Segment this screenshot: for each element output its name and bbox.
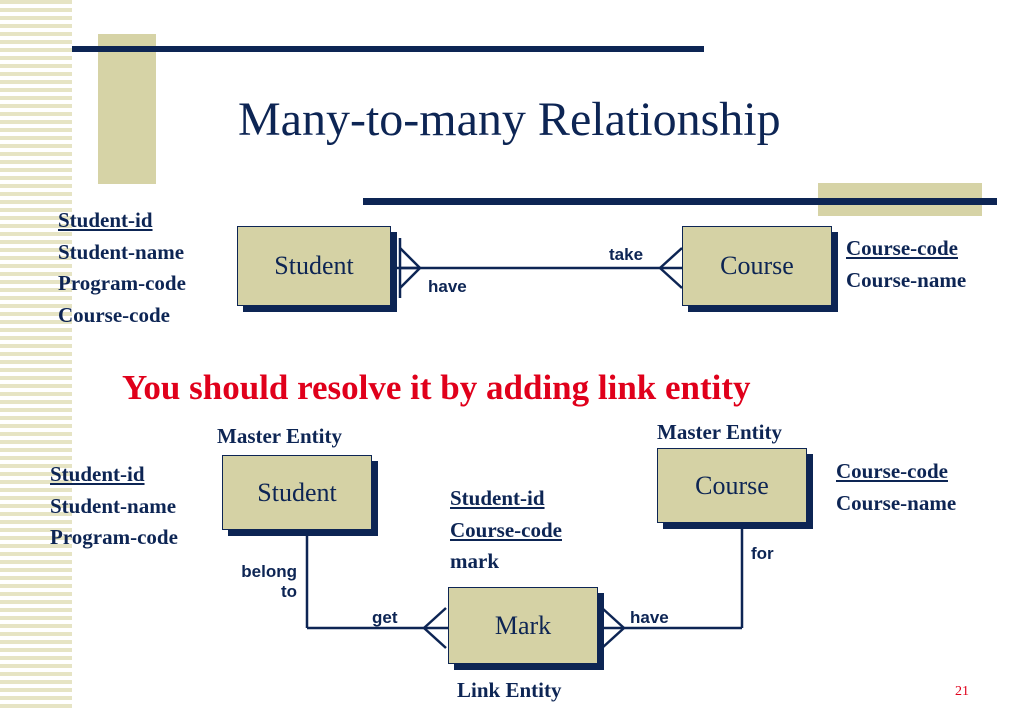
bottom-course-attr: Course-name [836,490,957,515]
rel-have-label: have [630,608,669,627]
top-student-attributes: Student-id Student-name Program-code Cou… [58,205,186,331]
top-course-attr: Course-name [846,267,967,292]
bottom-student-attributes: Student-id Student-name Program-code [50,459,178,554]
top-student-attr: Program-code [58,271,186,295]
crowfoot-mark-left-lower [423,627,447,649]
slide-number: 21 [955,684,969,699]
decor-block-left [98,34,156,184]
bottom-student-key: Student-id [50,462,145,486]
bottom-student-attr: Student-name [50,493,177,518]
top-student-attr: Course-code [58,302,170,327]
crowfoot-mark-left-upper [423,607,447,629]
crowfoot-mark-right-lower [601,627,625,649]
bottom-student-entity-label: Student [257,477,337,507]
bottom-course-entity-label: Course [695,470,769,500]
crowfoot-mark-right-upper [601,607,625,629]
bottom-course-key: Course-code [836,459,948,483]
crowfoot-student-lower [399,267,421,289]
mark-key: Course-code [450,517,562,542]
top-course-key: Course-code [846,236,958,260]
top-course-entity: Course [682,226,832,306]
bottom-student-entity: Student [222,455,372,530]
rel-get-label: get [372,608,398,627]
link-entity-label: Link Entity [457,678,562,702]
top-course-entity-label: Course [720,251,794,280]
mark-attr: mark [450,549,499,573]
title-rule-top [72,46,704,52]
title-rule-bottom [363,198,997,205]
bottom-course-entity: Course [657,448,807,523]
rel-belong-to-line1: belong [241,562,297,581]
top-rel-have-label: have [428,277,467,296]
top-student-entity-label: Student [274,251,354,280]
bottom-student-role-label: Master Entity [217,424,343,448]
top-student-entity: Student [237,226,391,306]
slide-title: Many-to-many Relationship [238,93,781,146]
bottom-course-attributes: Course-code Course-name [836,456,956,519]
top-student-key: Student-id [58,208,153,232]
top-student-attr: Student-name [58,239,185,264]
rel-belong-to-line2: to [280,582,297,601]
left-stripe-decoration [0,0,72,708]
resolve-message: You should resolve it by adding link ent… [122,368,751,407]
crowfoot-course-upper [659,247,683,269]
top-course-attributes: Course-code Course-name [846,233,966,296]
mark-attributes: Student-id Course-code mark [450,483,562,578]
top-rel-take-label: take [609,245,644,264]
mark-entity-label: Mark [494,610,552,640]
crowfoot-student-upper [399,247,421,269]
rel-belong-to-label: belong to [229,562,297,602]
mark-entity: Mark [448,587,598,664]
rel-for-label: for [751,544,774,563]
crowfoot-course-lower [659,267,683,289]
bottom-student-attr: Program-code [50,525,178,549]
mark-key: Student-id [450,486,545,510]
bottom-course-role-label: Master Entity [657,420,783,444]
